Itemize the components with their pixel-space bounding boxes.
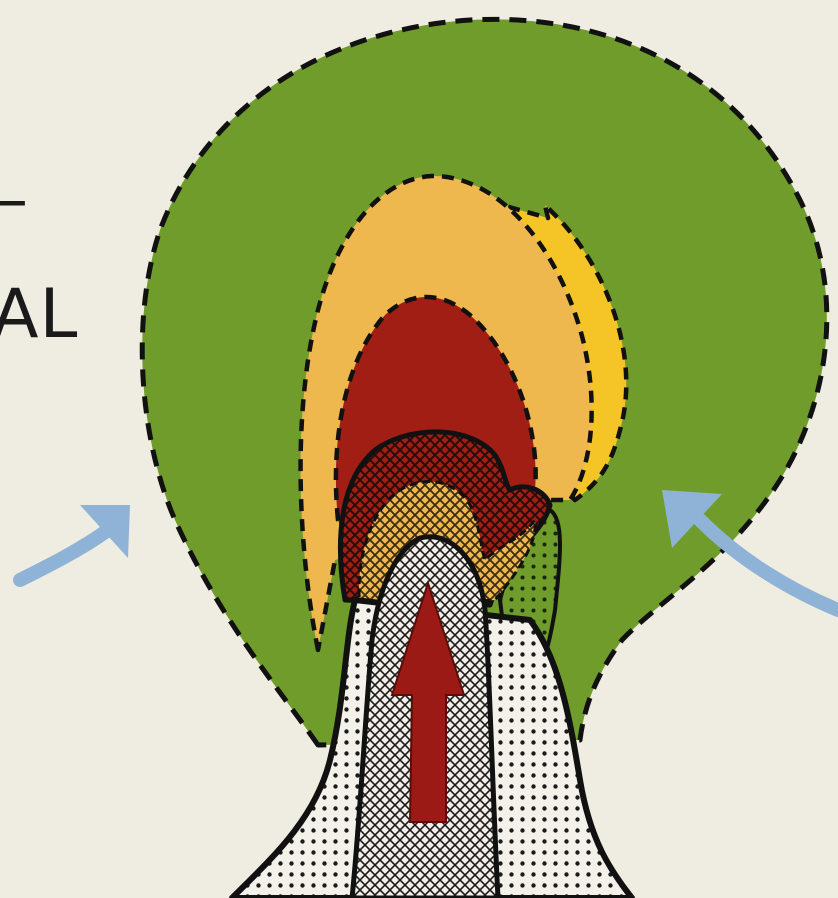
left-inflow-arrow [20,505,130,580]
label-fragment-dash: – [0,168,29,232]
label-fragment-al: AL [0,280,78,350]
